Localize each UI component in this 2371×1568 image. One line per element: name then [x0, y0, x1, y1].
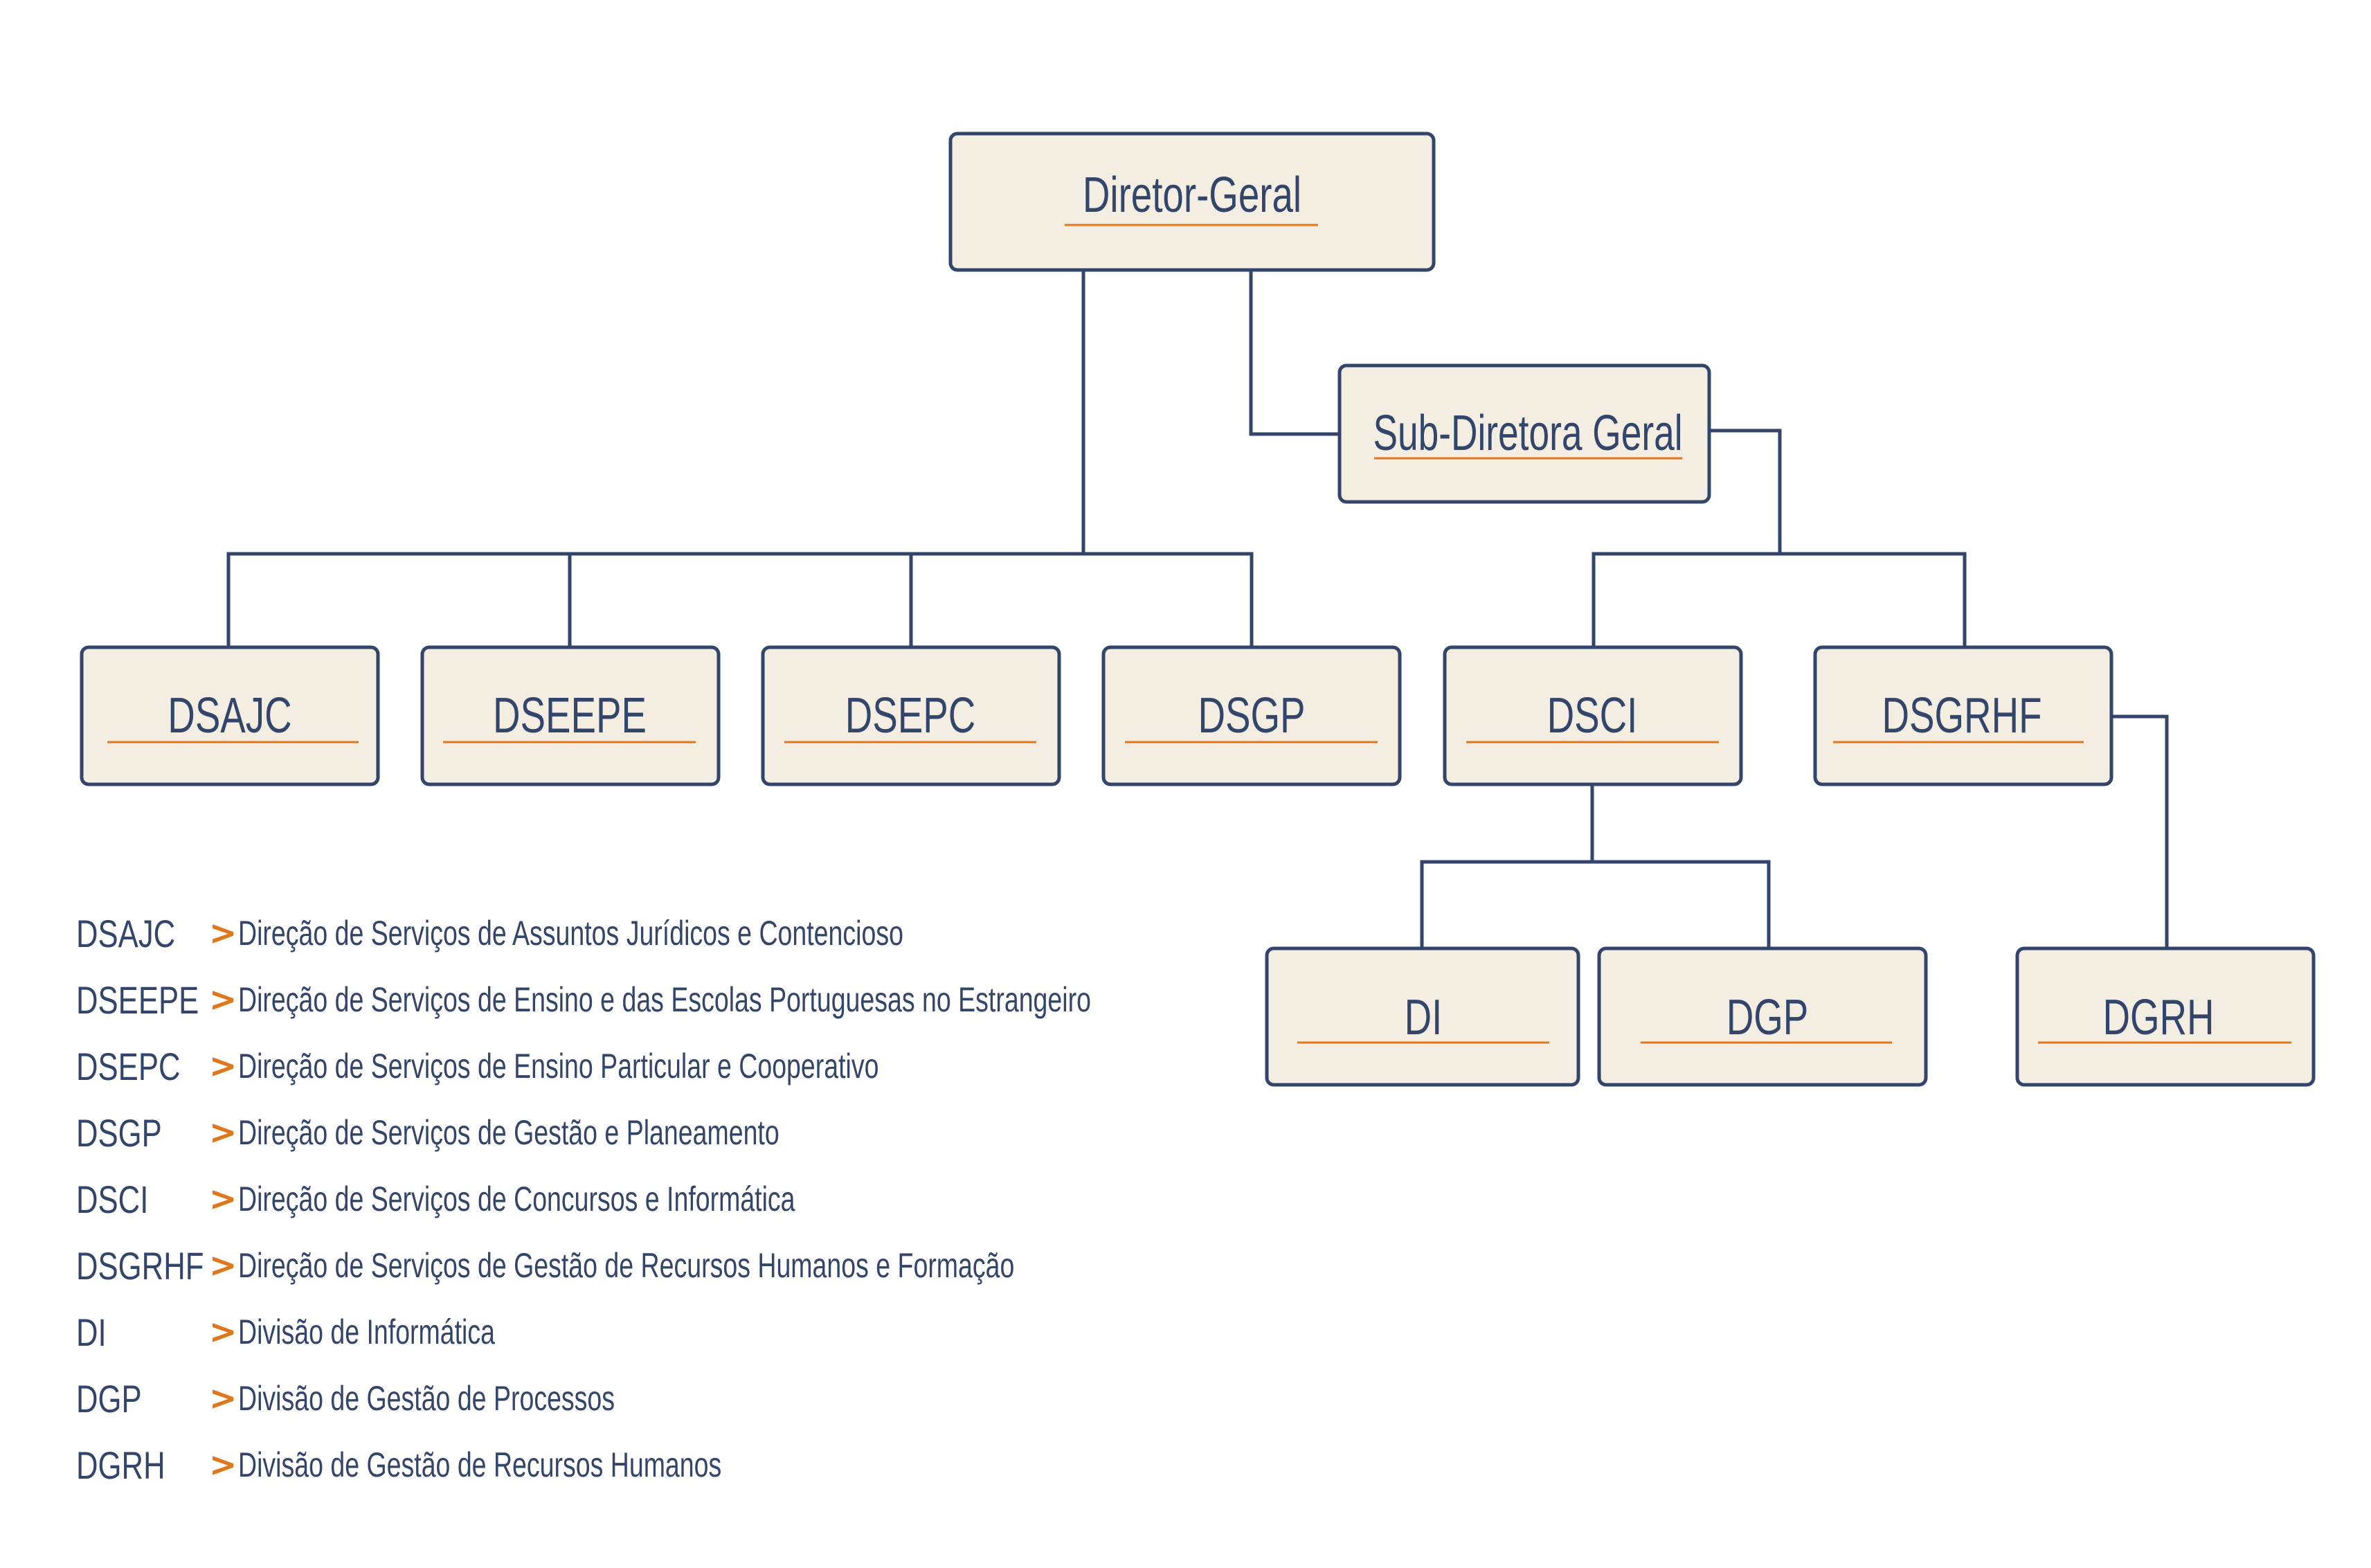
node-box	[1337, 363, 1711, 504]
node-label: DSEEPE	[493, 687, 647, 744]
connector-lines	[226, 270, 2169, 948]
node-label: Sub-Diretora Geral	[1373, 406, 1682, 461]
node-box	[948, 132, 1436, 272]
chevron-right-icon: >	[209, 914, 237, 953]
node-box	[1101, 645, 1402, 786]
node-box	[2015, 946, 2316, 1087]
legend-description: Direção de Serviços de Assuntos Jurídico…	[238, 914, 903, 953]
node-sub-diretora-geral[interactable]: Sub-Diretora Geral	[1337, 363, 1711, 504]
legend-description: Divisão de Gestão de Processos	[238, 1379, 615, 1418]
chevron-right-icon: >	[209, 1445, 237, 1484]
legend-description: Divisão de Gestão de Recursos Humanos	[238, 1445, 722, 1484]
legend-abbr: DGP	[76, 1376, 142, 1421]
node-box	[80, 645, 380, 786]
chevron-right-icon: >	[209, 1180, 237, 1218]
connector-subdirector-bus	[1592, 552, 1967, 647]
node-label: DGP	[1727, 989, 1809, 1045]
legend-description: Direção de Serviços de Concursos e Infor…	[238, 1180, 795, 1218]
connector-dsgrhf-to-dgrh	[2111, 714, 2169, 948]
legend-description: Direção de Serviços de Ensino e das Esco…	[238, 980, 1091, 1019]
legend-description: Divisão de Informática	[238, 1313, 495, 1351]
legend-abbr: DSGP	[76, 1110, 162, 1155]
node-dsepc[interactable]: DSEPC	[761, 645, 1061, 786]
node-label: Diretor-Geral	[1083, 167, 1301, 223]
legend-abbr: DSEPC	[76, 1044, 181, 1088]
legend-row: DSGRHF > Direção de Serviços de Gestão d…	[76, 1232, 1376, 1299]
node-label: DSGRHF	[1882, 687, 2041, 744]
node-label: DSCI	[1547, 687, 1638, 744]
legend-abbr: DSEEPE	[76, 977, 199, 1022]
legend: DSAJC > Direção de Serviços de Assuntos …	[76, 900, 1376, 1498]
chevron-right-icon: >	[209, 1313, 237, 1351]
node-box	[1597, 946, 1928, 1087]
connector-director-to-subdirector	[1249, 270, 1340, 436]
connector-dsci-bus	[1420, 860, 1771, 948]
connector-subdirector-out	[1709, 429, 1782, 554]
legend-description: Direção de Serviços de Ensino Particular…	[238, 1047, 879, 1085]
node-label: DSAJC	[168, 687, 291, 744]
chevron-right-icon: >	[209, 980, 237, 1019]
node-dgp[interactable]: DGP	[1597, 946, 1928, 1087]
legend-abbr: DSCI	[76, 1177, 149, 1221]
node-diretor-geral[interactable]: Diretor-Geral	[948, 132, 1436, 272]
node-box	[1443, 645, 1743, 786]
legend-row: DGP > Divisão de Gestão de Processos	[76, 1365, 1376, 1432]
connector-directorates-bus	[226, 552, 1254, 647]
chevron-right-icon: >	[209, 1379, 237, 1418]
node-dsajc[interactable]: DSAJC	[80, 645, 380, 786]
node-dgrh[interactable]: DGRH	[2015, 946, 2316, 1087]
chevron-right-icon: >	[209, 1047, 237, 1085]
legend-abbr: DGRH	[76, 1443, 165, 1487]
legend-row: DSEPC > Direção de Serviços de Ensino Pa…	[76, 1033, 1376, 1099]
node-box	[1813, 645, 2113, 786]
node-dsci[interactable]: DSCI	[1443, 645, 1743, 786]
node-label: DI	[1405, 989, 1443, 1045]
node-box	[1265, 946, 1580, 1087]
legend-row: DSEEPE > Direção de Serviços de Ensino e…	[76, 966, 1376, 1033]
legend-row: DSAJC > Direção de Serviços de Assuntos …	[76, 900, 1376, 966]
legend-description: Direção de Serviços de Gestão e Planeame…	[238, 1113, 779, 1152]
legend-abbr: DSAJC	[76, 911, 176, 955]
legend-row: DSCI > Direção de Serviços de Concursos …	[76, 1166, 1376, 1232]
chevron-right-icon: >	[209, 1246, 237, 1285]
node-label: DSEPC	[845, 687, 976, 744]
legend-abbr: DI	[76, 1310, 107, 1354]
node-label: DGRH	[2102, 989, 2214, 1045]
node-dsgrhf[interactable]: DSGRHF	[1813, 645, 2113, 786]
chevron-right-icon: >	[209, 1113, 237, 1152]
legend-row: DSGP > Direção de Serviços de Gestão e P…	[76, 1099, 1376, 1166]
node-di[interactable]: DI	[1265, 946, 1580, 1087]
legend-row: DI > Divisão de Informática	[76, 1299, 1376, 1365]
node-box	[420, 645, 721, 786]
node-label: DSGP	[1198, 687, 1305, 744]
node-dsgp[interactable]: DSGP	[1101, 645, 1402, 786]
node-dseepe[interactable]: DSEEPE	[420, 645, 721, 786]
legend-abbr: DSGRHF	[76, 1243, 204, 1288]
node-box	[761, 645, 1061, 786]
legend-description: Direção de Serviços de Gestão de Recurso…	[238, 1246, 1015, 1285]
legend-row: DGRH > Divisão de Gestão de Recursos Hum…	[76, 1432, 1376, 1498]
